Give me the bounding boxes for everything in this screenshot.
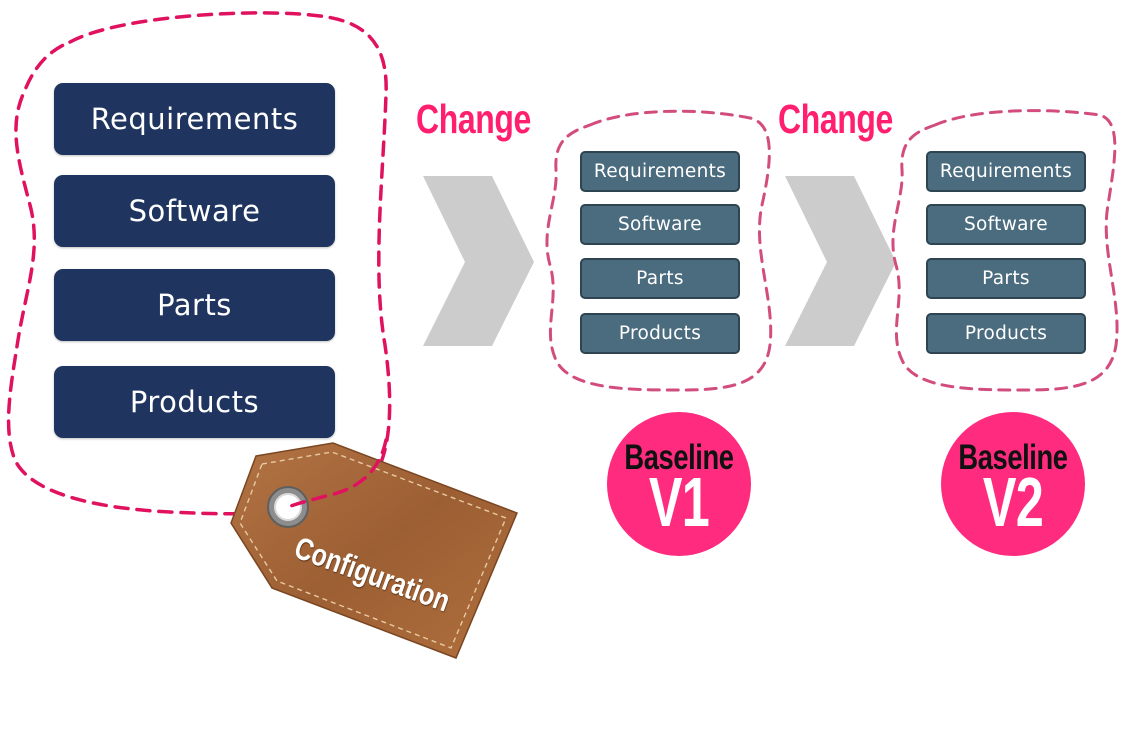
- change-arrow-1: [423, 176, 534, 346]
- baseline-v1-item-parts: Parts: [580, 258, 740, 299]
- change-label-2: Change: [778, 96, 893, 142]
- change-arrow-2: [785, 176, 896, 346]
- config-item-parts: Parts: [54, 269, 335, 341]
- baseline-v2-item-software: Software: [926, 204, 1086, 245]
- baseline-v2-item-requirements: Requirements: [926, 151, 1086, 192]
- baseline-v2-item-products: Products: [926, 313, 1086, 354]
- change-label-1: Change: [416, 96, 531, 142]
- baseline-v2-version: V2: [982, 463, 1044, 541]
- baseline-v1-item-software: Software: [580, 204, 740, 245]
- baseline-v2-outline: [891, 109, 1119, 392]
- baseline-v1-item-products: Products: [580, 313, 740, 354]
- baseline-v1-version: V1: [648, 463, 710, 541]
- baseline-v1-item-requirements: Requirements: [580, 151, 740, 192]
- baseline-v2-item-parts: Parts: [926, 258, 1086, 299]
- configuration-tag-string: [286, 438, 388, 509]
- config-item-products: Products: [54, 366, 335, 438]
- config-item-software: Software: [54, 175, 335, 247]
- config-item-requirements: Requirements: [54, 83, 335, 155]
- baseline-v2-title: Baseline: [958, 438, 1068, 477]
- baseline-v1-badge: Baseline V1: [607, 412, 751, 556]
- baseline-v1-title: Baseline: [624, 438, 734, 477]
- configuration-tag: [230, 442, 518, 659]
- baseline-v2-badge: Baseline V2: [941, 412, 1085, 556]
- baseline-v1-outline: [545, 109, 773, 392]
